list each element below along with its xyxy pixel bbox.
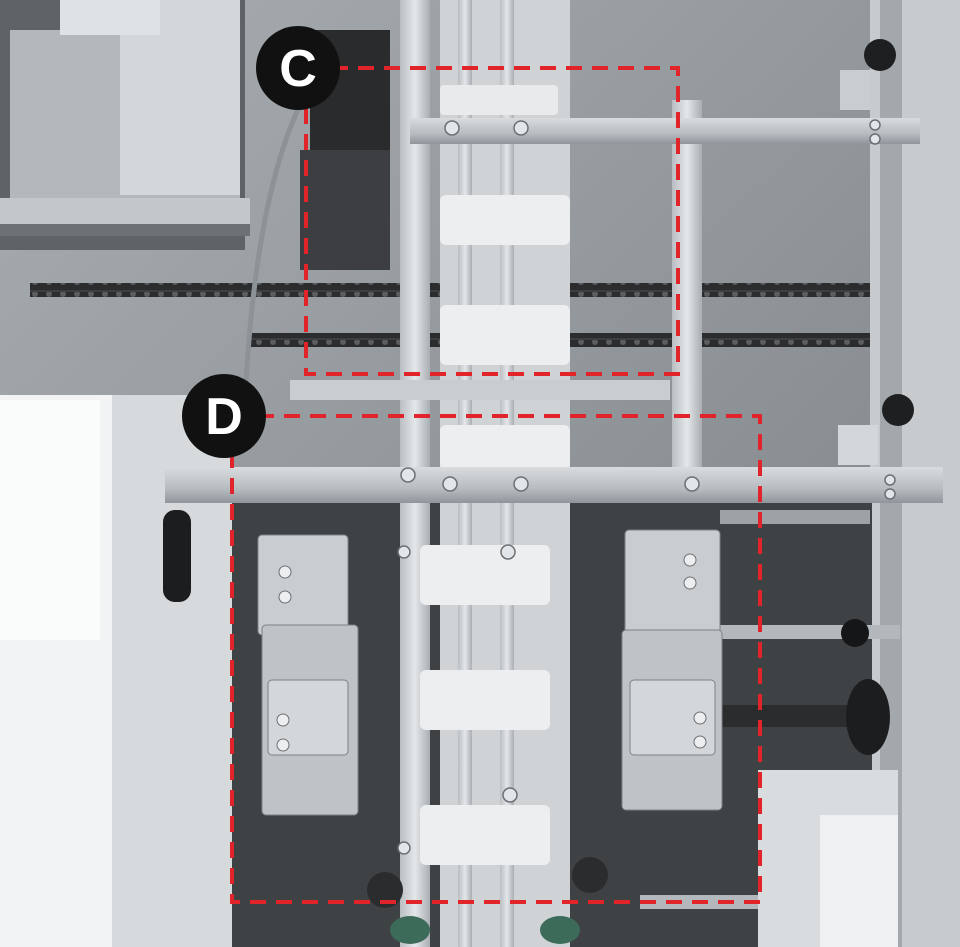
mid-crossbar [290,380,670,400]
lower-right-box-face [820,815,898,947]
left-white-sheet [0,400,100,640]
lever-handle [163,510,191,602]
left-rail [0,198,250,224]
cable [242,103,303,401]
bolts [397,119,896,855]
right-clamp-assembly [621,529,723,811]
left-clamp-assembly [257,534,359,816]
callout-badge-c: C [256,26,340,110]
track-lugs [420,85,570,865]
left-rail-shadow [0,224,250,236]
adjustment-knob-mid [838,394,914,465]
callout-d-label: D [205,388,243,446]
callout-frame-d [230,414,762,904]
top-cover [60,0,160,35]
shaft-end [841,619,869,647]
lower-crossbar [165,467,943,503]
adjustment-knob-top [840,39,896,110]
callout-frame-c [304,66,680,376]
shaft-1 [720,510,870,524]
callout-c-label: C [279,40,317,98]
screw-shaft [720,705,860,727]
dark-cavity [300,150,390,270]
callout-badge-d: D [182,374,266,458]
handwheel [846,679,890,755]
shaft-2 [720,625,900,639]
roller-green-left [390,916,430,944]
upper-crossbar [410,118,920,144]
roller-green-right [540,916,580,944]
sprocket-right [572,857,608,893]
sprocket-left [367,872,403,908]
